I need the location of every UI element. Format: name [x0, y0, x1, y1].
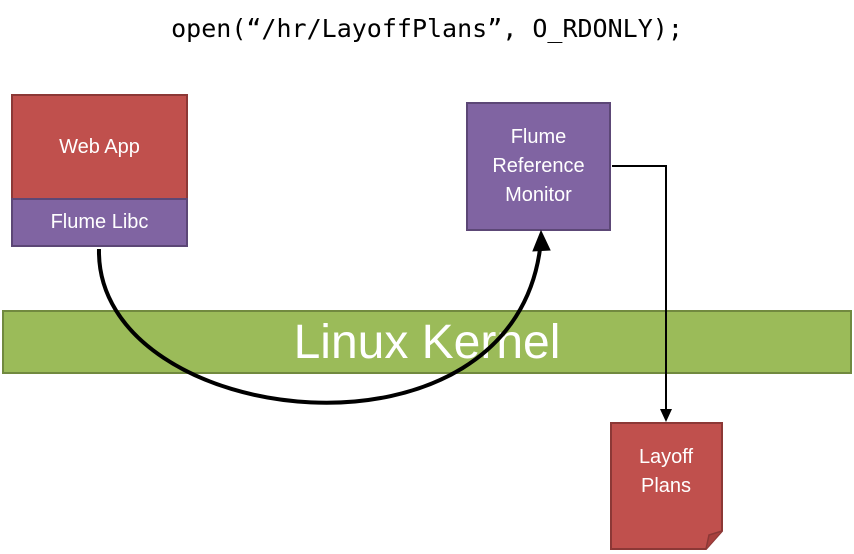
monitor-to-file-connector: [612, 165, 667, 410]
layoff-plans-label: Layoff Plans: [638, 446, 694, 497]
file-arrowhead: [660, 409, 672, 422]
flume-reference-monitor-label: Flume Reference Monitor: [492, 126, 585, 206]
open-syscall-code: open(“/hr/LayoffPlans”, O_RDONLY);: [171, 14, 683, 43]
flume-reference-monitor-box: Flume Reference Monitor: [466, 102, 611, 231]
syscall-redirect-arc: [96, 239, 543, 405]
flume-libc-label: Flume Libc: [50, 211, 149, 233]
web-app-box: Web App: [11, 94, 188, 200]
linux-kernel-label: Linux Kernel: [293, 315, 561, 369]
flume-libc-box: Flume Libc: [11, 198, 188, 247]
web-app-label: Web App: [59, 135, 140, 158]
arc-arrowhead: [532, 229, 551, 252]
document-folded-corner: [705, 530, 723, 550]
